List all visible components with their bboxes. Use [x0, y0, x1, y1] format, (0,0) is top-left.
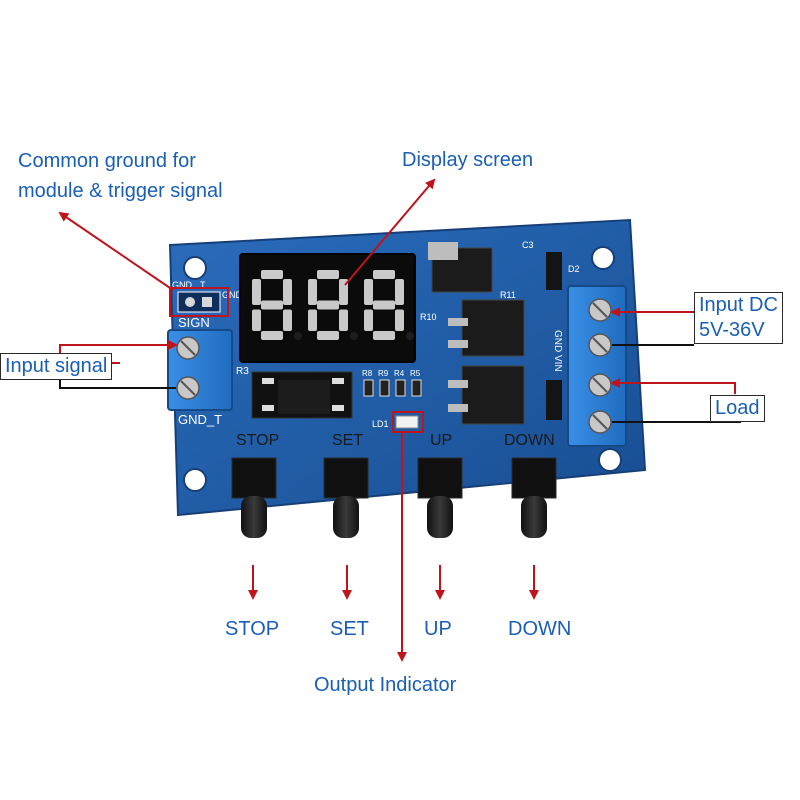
common-ground-arrow [58, 211, 174, 291]
silk-gnd-vin: GND VIN [552, 330, 563, 372]
display-segment [261, 300, 283, 310]
common-ground-line1: Common ground for [18, 150, 196, 172]
mosfets: R10 R11 C3 D2 [420, 240, 580, 425]
mounting-hole [591, 246, 615, 270]
mounting-hole [598, 448, 622, 472]
board-label-stop: STOP [236, 432, 280, 449]
board-label-up: UP [430, 432, 453, 449]
up-push-button[interactable] [417, 457, 463, 538]
display-segment [373, 270, 395, 279]
display-segment [339, 309, 348, 331]
silk-resistor-label: R8 [362, 369, 373, 378]
display-segment [252, 309, 261, 331]
header-highlight-box [169, 287, 229, 317]
display-segment [283, 309, 292, 331]
set-push-button[interactable] [323, 457, 369, 538]
input-dc-line1: Input DC [699, 294, 778, 316]
silk-r3: R3 [236, 366, 249, 377]
display-segment [395, 279, 404, 305]
resistor-array: R8 R9 R4 R5 [362, 369, 422, 397]
display-digit [252, 270, 302, 340]
display-segment [364, 309, 373, 331]
push-buttons [231, 457, 557, 538]
common-ground-callout: Common ground for module & trigger signa… [18, 146, 223, 206]
trigger-header: GND T GND [172, 280, 243, 313]
display-digit [308, 270, 358, 340]
display-segment [261, 270, 283, 279]
mounting-hole [183, 256, 207, 280]
silk-c3: C3 [522, 240, 534, 250]
annotation-arrows [58, 178, 736, 662]
silk-gnd-side: GND [222, 290, 243, 300]
silk-gnd-t: GND_T [178, 412, 222, 427]
display-segment [364, 279, 373, 305]
display-arrow [344, 178, 436, 286]
mounting-hole [183, 468, 207, 492]
board-label-set: SET [332, 432, 364, 449]
seven-segment-display [239, 253, 416, 363]
display-segment [317, 331, 339, 340]
resistor [363, 379, 374, 397]
display-screen-callout: Display screen [402, 149, 534, 171]
stop-callout: STOP [225, 618, 280, 640]
output-led: LD1 [372, 415, 419, 429]
output-indicator-callout: Output Indicator [314, 674, 457, 696]
board-label-down: DOWN [504, 432, 555, 449]
display-segment [395, 309, 404, 331]
display-segment [308, 309, 317, 331]
silk-r10: R10 [420, 312, 437, 322]
display-segment [252, 279, 261, 305]
resistor [411, 379, 422, 397]
down-push-button[interactable] [511, 457, 557, 538]
resistor [395, 379, 406, 397]
silk-resistor-label: R9 [378, 369, 389, 378]
decimal-point [406, 332, 414, 340]
led-highlight-box [392, 411, 424, 433]
silk-d2: D2 [568, 264, 580, 274]
power-terminal-block: GND VIN [552, 285, 627, 447]
display-segment [317, 270, 339, 279]
silk-r11: R11 [500, 290, 516, 300]
silk-ld1: LD1 [372, 419, 389, 429]
display-segment [283, 279, 292, 305]
input-terminal-block: SIGN GND_T [167, 315, 233, 427]
common-ground-line2: module & trigger signal [18, 180, 223, 202]
input-dc-line2: 5V-36V [699, 319, 765, 341]
stop-push-button[interactable] [231, 457, 277, 538]
silk-resistor-label: R5 [410, 369, 421, 378]
resistor [379, 379, 390, 397]
load-callout: Load [710, 395, 765, 422]
silk-t: T [200, 280, 206, 290]
down-callout: DOWN [508, 618, 572, 640]
display-segment [261, 331, 283, 340]
silk-sign: SIGN [178, 315, 210, 330]
display-segment [317, 300, 339, 310]
optocoupler: R3 [236, 366, 353, 419]
load-arrow [610, 378, 736, 394]
set-callout: SET [330, 618, 369, 640]
input-dc-callout: Input DC 5V-36V [694, 292, 783, 344]
input-signal-callout: Input signal [0, 353, 113, 380]
up-callout: UP [424, 618, 452, 640]
silk-gnd: GND [172, 280, 193, 290]
silk-resistor-label: R4 [394, 369, 405, 378]
display-digit [364, 270, 414, 340]
display-segment [373, 331, 395, 340]
decimal-point [350, 332, 358, 340]
display-segment [373, 300, 395, 310]
display-segment [308, 279, 317, 305]
decimal-point [294, 332, 302, 340]
